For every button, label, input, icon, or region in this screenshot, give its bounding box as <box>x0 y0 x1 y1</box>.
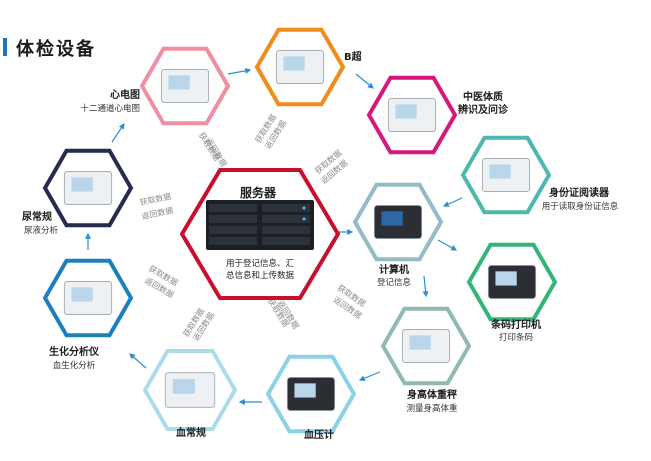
page-title: 体检设备 <box>16 35 96 61</box>
ecg-label: 心电图 <box>98 90 140 102</box>
tcm-device-icon <box>388 98 435 131</box>
height-label: 身高体重秤 <box>396 390 468 402</box>
ecg-sub: 十二通道心电图 <box>64 104 140 115</box>
arrow-urine-ecg <box>112 124 124 142</box>
urine-device-icon <box>64 171 111 204</box>
blood-device-icon <box>165 373 215 408</box>
printer-label: 条码打印机 <box>476 320 556 332</box>
biochem-device-icon <box>64 281 111 314</box>
biochem-node <box>45 261 131 335</box>
arrow-ecg-bultra <box>228 70 250 74</box>
urine-node <box>45 151 131 225</box>
computer-label: 计算机 <box>370 265 418 277</box>
printer-node <box>469 245 555 319</box>
idcard-sub: 用于读取身份证信息 <box>532 202 628 213</box>
biochem-label: 生化分析仪 <box>34 347 114 359</box>
printer-device-icon <box>488 265 535 298</box>
height-device-icon <box>402 329 449 362</box>
computer-sub: 登记信息 <box>370 278 418 289</box>
server-label: 服务器 <box>218 184 298 201</box>
bultra-label: B超 <box>344 52 362 64</box>
computer-device-icon <box>374 205 421 238</box>
bp-device-icon <box>287 377 334 410</box>
arrow-height-bp <box>360 372 380 380</box>
arrow-computer-printer <box>438 240 456 250</box>
server-rack-icon <box>206 200 314 250</box>
bp-label: 血压计 <box>294 430 344 442</box>
tcm-node <box>369 78 455 152</box>
arrow-idcard-computer <box>444 198 462 206</box>
ecg-device-icon <box>161 69 208 102</box>
tcm-label-2: 辨识及问诊 <box>458 105 508 117</box>
printer-sub: 打印条码 <box>476 333 556 344</box>
bultra-device-icon <box>276 50 323 83</box>
blood-node <box>145 351 235 429</box>
bultra-node <box>257 30 343 104</box>
tcm-label: 中医体质 <box>463 92 503 104</box>
urine-sub: 尿液分析 <box>24 226 58 237</box>
ecg-node <box>142 49 228 123</box>
height-sub: 测量身高体重 <box>392 404 472 415</box>
title-accent-bar <box>3 38 7 56</box>
urine-label: 尿常规 <box>22 212 52 224</box>
server-description: 用于登记信息、汇 总信息和上传数据 <box>205 258 315 282</box>
height-node <box>383 309 469 383</box>
biochem-sub: 血生化分析 <box>34 361 114 372</box>
arrow-computer-height <box>424 276 426 296</box>
idcard-label: 身份证阅读器 <box>540 188 618 200</box>
arrow-bultra-tcm <box>356 74 373 88</box>
computer-node <box>355 185 441 259</box>
link-return-label: 返回数据 <box>141 205 174 221</box>
link-get-label: 获取数据 <box>139 191 172 207</box>
idcard-device-icon <box>482 158 529 191</box>
arrow-blood-biochem <box>130 354 146 368</box>
bp-node <box>268 357 354 431</box>
blood-label: 血常规 <box>166 428 216 440</box>
